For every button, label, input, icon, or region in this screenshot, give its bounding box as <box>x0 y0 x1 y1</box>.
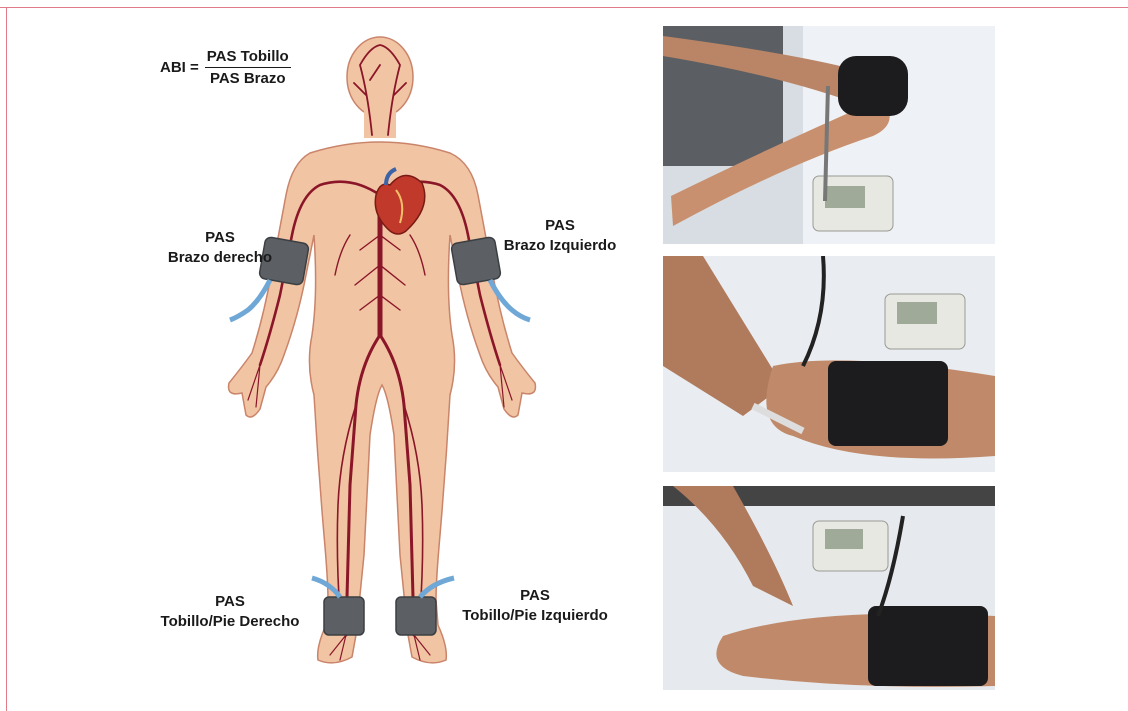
frame-left-border <box>6 7 7 711</box>
left-ankle-label-line1: PAS <box>445 586 625 606</box>
left-arm-label-line2: Brazo Izquierdo <box>490 236 630 256</box>
right-ankle-label-line1: PAS <box>145 592 315 612</box>
right-arm-label-line1: PAS <box>150 228 290 248</box>
formula-lhs: ABI = <box>160 59 199 76</box>
left-arm-label-line1: PAS <box>490 216 630 236</box>
body-silhouette <box>229 37 536 663</box>
left-ankle-label-line2: Tobillo/Pie Izquierdo <box>445 606 625 626</box>
ankle-doppler-photo <box>663 256 995 472</box>
left-arm-label: PAS Brazo Izquierdo <box>490 216 630 256</box>
right-arm-label: PAS Brazo derecho <box>150 228 290 268</box>
left-ankle-label: PAS Tobillo/Pie Izquierdo <box>445 586 625 626</box>
right-ankle-label: PAS Tobillo/Pie Derecho <box>145 592 315 632</box>
frame-top-border <box>0 7 1128 8</box>
arm-doppler-photo <box>663 26 995 244</box>
right-ankle-label-line2: Tobillo/Pie Derecho <box>145 612 315 632</box>
right-arm-label-line2: Brazo derecho <box>150 248 290 268</box>
foot-doppler-photo <box>663 486 995 690</box>
